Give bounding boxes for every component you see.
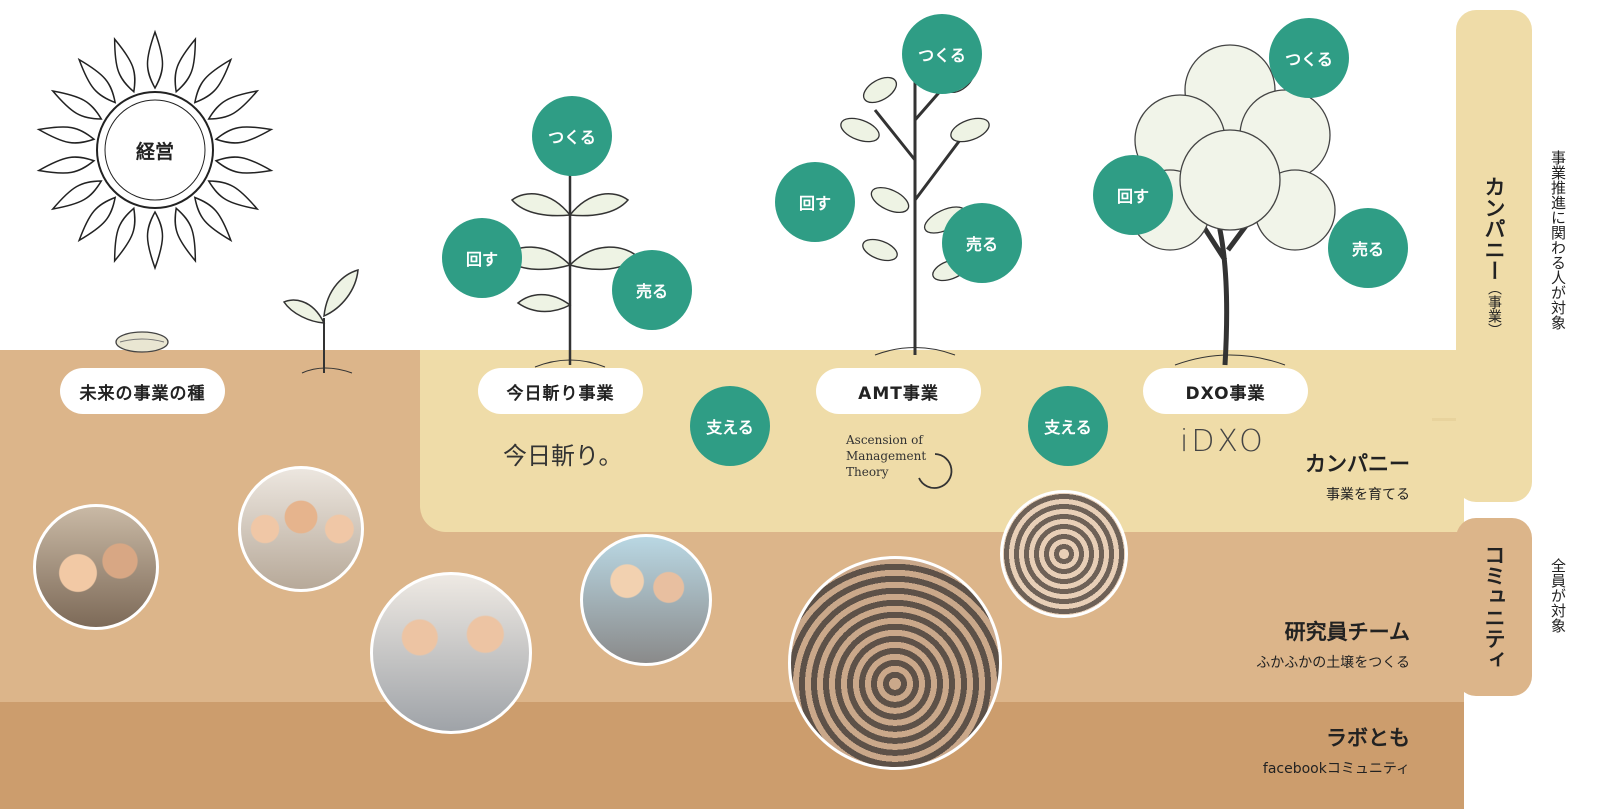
community-connector — [1432, 603, 1460, 606]
community-side-bar: コミュニティ — [1456, 518, 1532, 696]
sell-circle-kyougiri: 売る — [612, 250, 692, 330]
community-side-note: 全員が対象 — [1549, 558, 1567, 633]
dxo-logo: iDXO — [1180, 424, 1266, 459]
research-layer-subtitle: ふかふかの土壌をつくる — [1256, 655, 1410, 671]
company-layer-title: カンパニー — [1305, 452, 1410, 476]
stage-label-dxo: DXO事業 — [1143, 368, 1308, 414]
labotomo-layer-label: ラボとも facebookコミュニティ — [1130, 722, 1410, 778]
photo-circle — [33, 504, 159, 630]
company-connector — [1432, 418, 1460, 421]
company-side-paren: （事業） — [1486, 280, 1502, 337]
company-layer-subtitle: 事業を育てる — [1326, 487, 1410, 503]
amt-logo-arc — [918, 453, 953, 489]
labotomo-layer-title: ラボとも — [1326, 726, 1410, 750]
community-side-title: コミュニティ — [1482, 544, 1506, 670]
make-circle-amt: つくる — [902, 14, 982, 94]
turn-circle-kyougiri: 回す — [442, 218, 522, 298]
make-circle-kyougiri: つくる — [532, 96, 612, 176]
support-circle-2: 支える — [1028, 386, 1108, 466]
turn-circle-amt: 回す — [775, 162, 855, 242]
amt-logo: Ascension of Management Theory — [846, 432, 926, 480]
sun-icon — [36, 29, 274, 269]
company-side-bar: カンパニー （事業） — [1456, 10, 1532, 502]
amt-logo-line: Theory — [846, 465, 889, 479]
amt-logo-line: Management — [846, 449, 927, 463]
photo-circle — [1000, 490, 1128, 618]
turn-circle-dxo: 回す — [1093, 155, 1173, 235]
support-circle-1: 支える — [690, 386, 770, 466]
research-layer-label: 研究員チーム ふかふかの土壌をつくる — [1130, 616, 1410, 672]
sun-label: 経営 — [135, 141, 174, 163]
photo-circle — [370, 572, 532, 734]
sell-circle-amt: 売る — [942, 203, 1022, 283]
company-side-note: 事業推進に関わる人が対象 — [1549, 150, 1567, 330]
photo-circle — [788, 556, 1002, 770]
stage-label-amt: AMT事業 — [816, 368, 981, 414]
sprout-icon — [282, 268, 359, 374]
company-side-title: カンパニー — [1482, 175, 1506, 281]
sell-circle-dxo: 売る — [1328, 208, 1408, 288]
amt-logo-line: Ascension of — [846, 433, 923, 447]
labotomo-layer-soil — [0, 702, 1464, 809]
company-layer-label: カンパニー 事業を育てる — [1180, 448, 1410, 504]
seed-icon — [115, 331, 169, 353]
photo-circle — [238, 466, 364, 592]
kyougiri-logo: 今日斬り。 — [503, 442, 623, 470]
photo-circle — [580, 534, 712, 666]
make-circle-dxo: つくる — [1269, 18, 1349, 98]
stage-label-kyougiri: 今日斬り事業 — [478, 368, 643, 414]
stage-label-seed: 未来の事業の種 — [60, 368, 225, 414]
research-layer-title: 研究員チーム — [1284, 620, 1410, 644]
labotomo-layer-subtitle: facebookコミュニティ — [1262, 761, 1410, 777]
